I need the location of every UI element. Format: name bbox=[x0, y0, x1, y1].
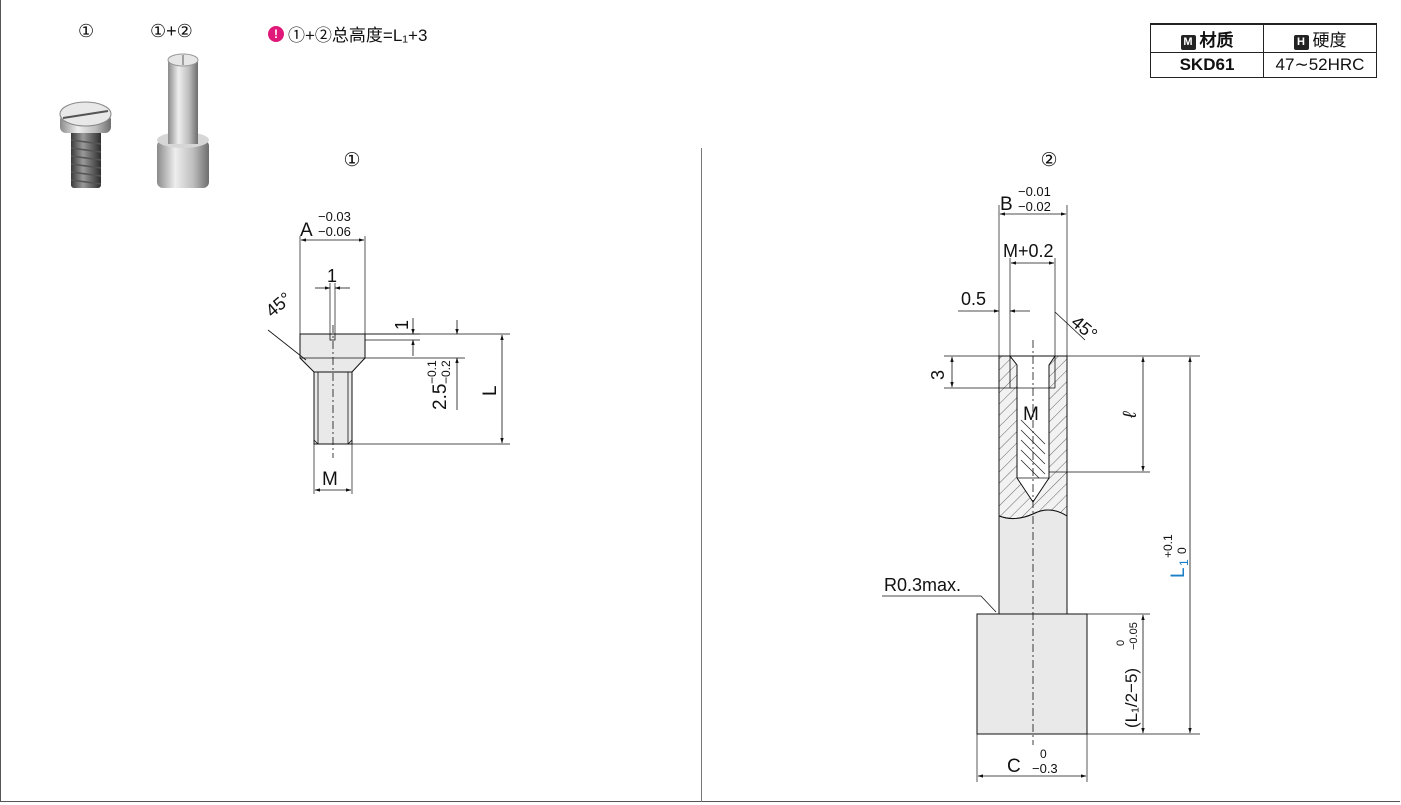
dim-B-tol-upper: −0.01 bbox=[1018, 184, 1051, 199]
dim-A-label: A bbox=[300, 220, 313, 241]
dim-C-tol-lower: −0.3 bbox=[1032, 761, 1058, 776]
dim-height-label: 2.5 bbox=[430, 384, 451, 410]
radius-note: R0.3max. bbox=[884, 575, 961, 595]
dim-L1-tol-lower: 0 bbox=[1175, 547, 1189, 554]
dim-L1-group: L 1 +0.1 0 bbox=[1161, 534, 1191, 578]
angle-45-label-1: 45° bbox=[262, 288, 296, 321]
view2-title: ② bbox=[1040, 150, 1057, 171]
dim-height-tol-lower: −0.2 bbox=[439, 360, 453, 384]
dim-head-tol-upper: 0 bbox=[1115, 640, 1127, 646]
view1-title: ① bbox=[343, 150, 360, 171]
view-divider bbox=[701, 148, 702, 802]
hardness-value: 47∼52HRC bbox=[1263, 52, 1377, 78]
dim-L1-sub: 1 bbox=[1177, 559, 1191, 566]
dim-C-label: C bbox=[1007, 756, 1021, 777]
screw-photo bbox=[59, 101, 112, 188]
dim-head-tol-lower: −0.05 bbox=[1128, 622, 1140, 650]
height-note-text: ①+②总高度=L₁+3 bbox=[288, 26, 428, 45]
punch-photo bbox=[157, 53, 209, 188]
part1-drawing bbox=[267, 236, 510, 494]
angle-45-label-2: 45° bbox=[1067, 312, 1101, 345]
dim-L1-label: L bbox=[1168, 567, 1189, 578]
part1-label: ① bbox=[78, 21, 95, 41]
dim-l-label: ℓ bbox=[1120, 411, 1141, 419]
dim-M-plus-label: M+0.2 bbox=[1003, 241, 1054, 261]
dim-B-tol-lower: −0.02 bbox=[1018, 199, 1051, 214]
dim-height-tol-upper: −0.1 bbox=[425, 360, 439, 384]
part2-drawing bbox=[882, 205, 1200, 782]
part12-label: ①+② bbox=[150, 21, 193, 41]
dim-head-group: (L₁/2−5) 0 −0.05 bbox=[1115, 622, 1141, 728]
material-icon: M bbox=[1180, 35, 1196, 50]
dim-M-label-1: M bbox=[322, 469, 338, 490]
dim-L-label: L bbox=[480, 385, 501, 396]
height-note: ! ①+②总高度=L₁+3 bbox=[268, 21, 427, 46]
dim-3-label: 3 bbox=[928, 370, 948, 380]
dim-05-label: 0.5 bbox=[961, 289, 986, 309]
hardness-icon: H bbox=[1293, 35, 1309, 50]
dim-A-tol-upper: −0.03 bbox=[318, 209, 351, 224]
dim-1-depth-label: 1 bbox=[392, 320, 412, 330]
dim-1-width-label: 1 bbox=[327, 266, 337, 286]
dim-A-tol-lower: −0.06 bbox=[318, 224, 351, 239]
warning-icon: ! bbox=[268, 25, 284, 42]
dim-L1-tol-upper: +0.1 bbox=[1161, 534, 1175, 558]
dim-M-label-2: M bbox=[1023, 404, 1039, 425]
dim-head-label: (L₁/2−5) bbox=[1122, 668, 1141, 728]
dim-C-tol-upper: 0 bbox=[1040, 747, 1047, 761]
dim-B-label: B bbox=[1000, 194, 1013, 215]
